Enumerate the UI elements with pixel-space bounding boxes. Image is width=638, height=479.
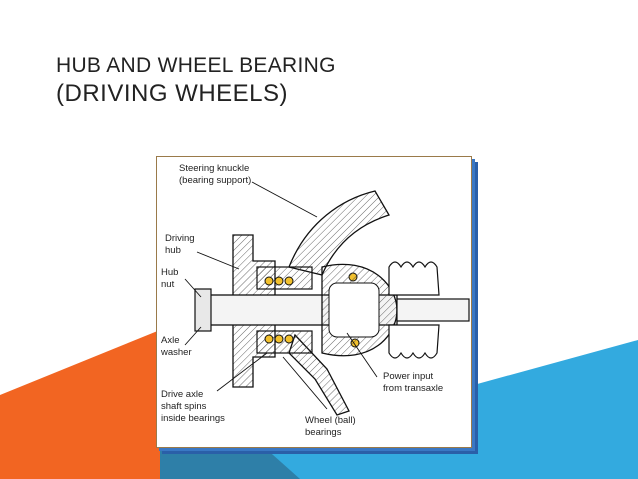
- label-axle-washer-1: Axle: [161, 335, 179, 346]
- cv-boot: [388, 261, 440, 359]
- label-power-input-1: Power input: [383, 371, 434, 382]
- hub-bearing-figure: Steering knuckle (bearing support) Drivi…: [156, 156, 472, 448]
- label-driving-hub-2: hub: [165, 245, 181, 256]
- label-steering-knuckle-2: (bearing support): [179, 175, 251, 186]
- label-drive-axle-2: shaft spins: [161, 401, 207, 412]
- label-power-input-2: from transaxle: [383, 383, 443, 394]
- label-drive-axle-1: Drive axle: [161, 389, 203, 400]
- label-wheel-bearings-1: Wheel (ball): [305, 415, 356, 426]
- bearing-housing-bottom: [256, 330, 313, 354]
- slide-title-line2: (DRIVING WHEELS): [56, 80, 289, 107]
- orange-shape: [0, 330, 160, 479]
- hub-bearing-diagram: Steering knuckle (bearing support) Drivi…: [160, 163, 470, 438]
- hub-nut: [194, 288, 212, 332]
- slide-title-line1: HUB AND WHEEL BEARING: [56, 54, 336, 77]
- output-shaft: [396, 298, 470, 322]
- label-hub-nut-1: Hub: [161, 267, 178, 278]
- bearing-housing-top: [256, 266, 313, 290]
- label-hub-nut-2: nut: [161, 279, 175, 290]
- label-steering-knuckle-1: Steering knuckle: [179, 163, 249, 174]
- leader-lines: [184, 181, 378, 410]
- label-axle-washer-2: washer: [160, 347, 192, 358]
- label-wheel-bearings-2: bearings: [305, 427, 342, 438]
- label-driving-hub-1: Driving: [165, 233, 195, 244]
- label-drive-axle-3: inside bearings: [161, 413, 225, 424]
- cv-inner: [328, 282, 380, 338]
- steering-knuckle-shape: [288, 190, 390, 276]
